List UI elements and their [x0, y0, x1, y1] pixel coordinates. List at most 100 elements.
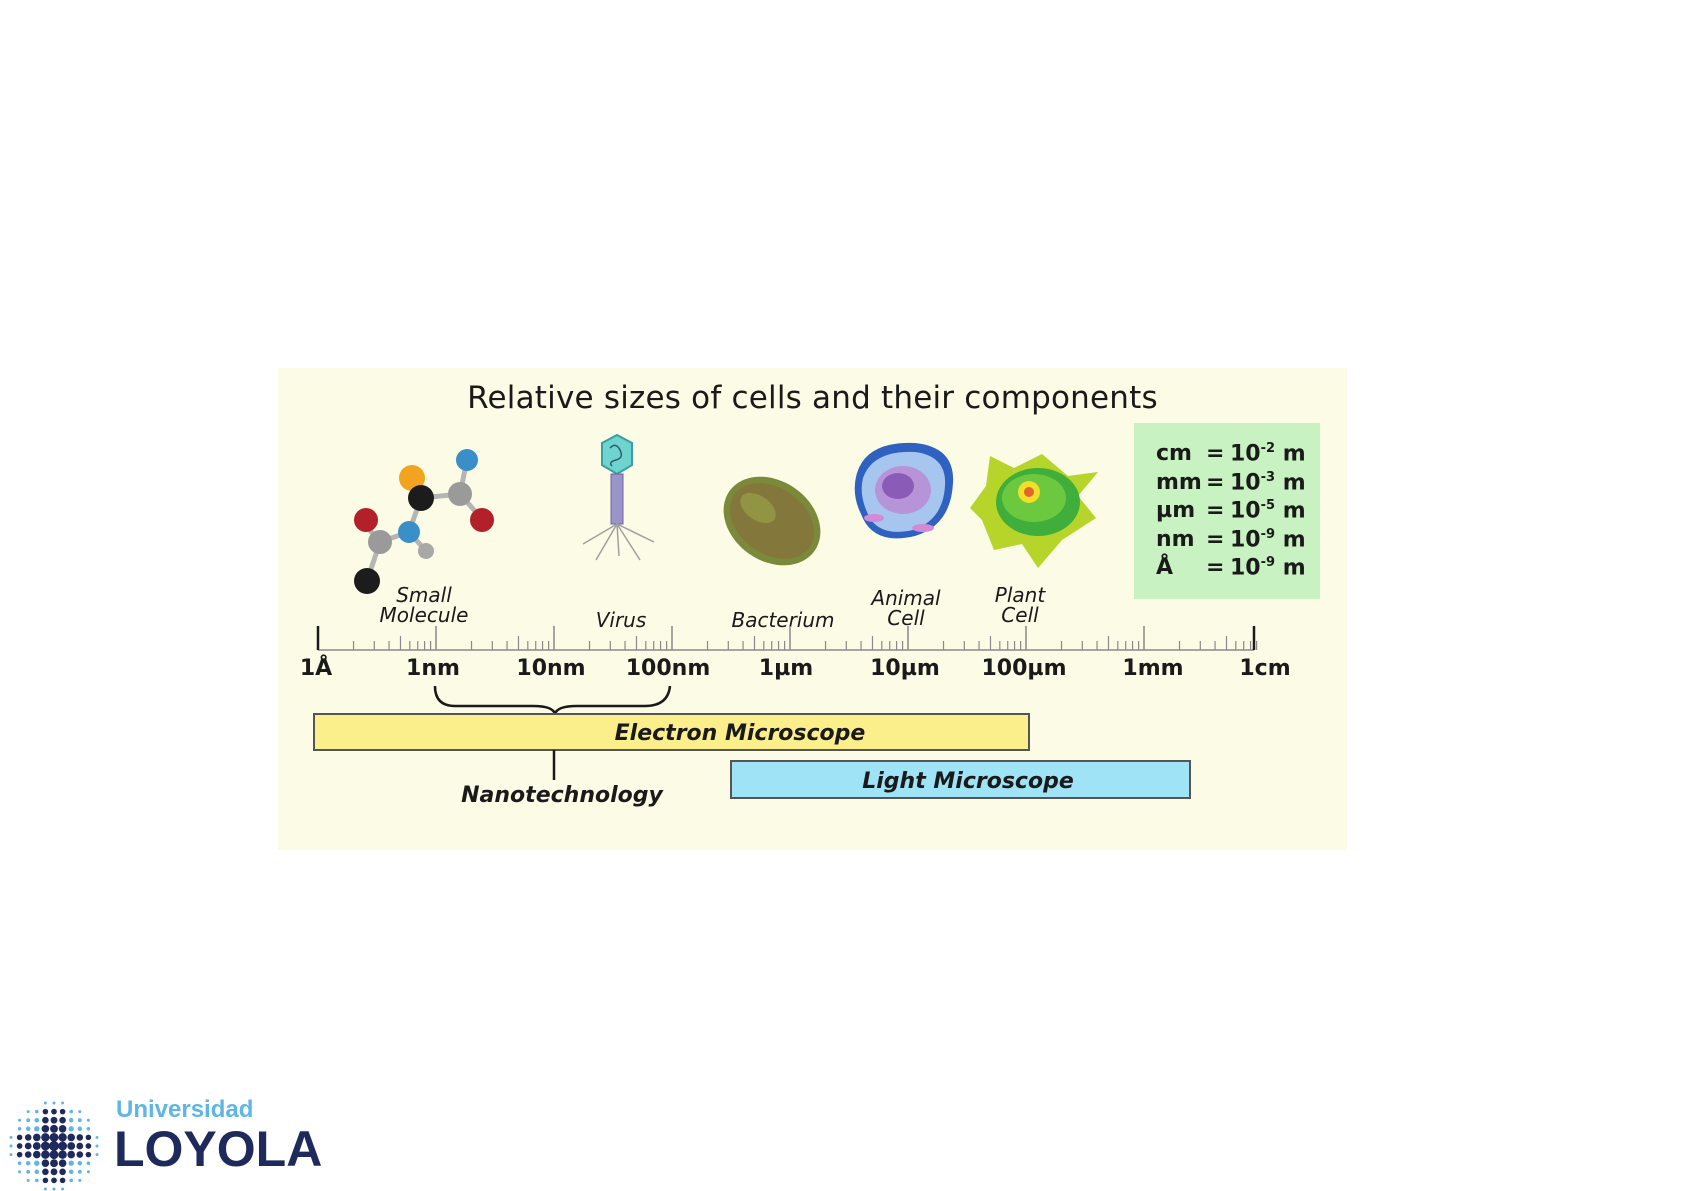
logo-dot [52, 1187, 56, 1191]
animal-cell-label-line2: Cell [887, 606, 925, 630]
unit-suffix: m [1282, 555, 1306, 581]
plant-cell-label-line1: Plant [995, 583, 1047, 607]
logo-dot [34, 1169, 40, 1175]
virus-icon [582, 433, 655, 561]
figure-drawing: Small Molecule Virus Bacterium Animal Ce… [300, 433, 1291, 808]
logo-dot [77, 1118, 82, 1123]
scale-label-1A: 1Å [300, 655, 332, 681]
scale-label-1mm: 1mm [1122, 656, 1183, 681]
logo-dot [86, 1118, 90, 1122]
logo-dot [35, 1109, 39, 1114]
logo-dot [69, 1109, 73, 1114]
logo-dot [34, 1126, 40, 1132]
logo-dot [26, 1169, 31, 1174]
unit-row-nm: nm=10-9 m [1156, 526, 1306, 552]
logo-dot [68, 1117, 74, 1123]
logo-dot [67, 1150, 75, 1159]
logo-dot [86, 1170, 90, 1174]
unit-name: µm [1156, 498, 1196, 524]
unit-suffix: m [1282, 526, 1306, 552]
unit-name: cm [1156, 441, 1192, 467]
unit-base: 10 [1230, 555, 1261, 581]
logo-dot [41, 1159, 50, 1167]
logo-dot [41, 1150, 50, 1159]
unit-row-um: µm=10-5 m [1156, 498, 1306, 524]
logo-dot [43, 1101, 47, 1105]
light-microscope-bar [730, 760, 1191, 799]
logo-dot [49, 1150, 59, 1160]
logo-dot [58, 1159, 67, 1167]
logo-dot [40, 1141, 50, 1151]
logo-dot [61, 1101, 65, 1105]
logo-dot [58, 1150, 67, 1159]
logo-dot [34, 1160, 40, 1166]
logo-dot [26, 1110, 30, 1114]
logo-dot [17, 1127, 22, 1131]
logo-dot [67, 1133, 75, 1142]
scale-label-1cm: 1cm [1239, 656, 1290, 681]
university-logo: Universidad LOYOLA [4, 1094, 334, 1191]
electron-microscope-bar [313, 713, 1030, 751]
animal-cell-label-line1: Animal [869, 586, 941, 610]
logo-dot [24, 1134, 32, 1141]
logo-dot [26, 1118, 31, 1123]
logo-dot [86, 1127, 91, 1131]
logo-dot [35, 1178, 39, 1183]
unit-exponent: -9 [1260, 526, 1276, 542]
unit-exponent: -3 [1260, 469, 1276, 485]
logo-dot [49, 1132, 59, 1142]
unit-base: 10 [1230, 498, 1261, 524]
bacterium-icon [723, 476, 821, 566]
logo-dot [26, 1178, 30, 1182]
logo-dot [68, 1160, 74, 1166]
logo-dots-icon [9, 1101, 99, 1191]
scale-label-10nm: 10nm [516, 656, 585, 681]
size-scale-ruler [316, 626, 1258, 651]
logo-dot [78, 1178, 82, 1182]
logo-dot [42, 1177, 49, 1184]
logo-dot [41, 1133, 50, 1142]
logo-dot [49, 1141, 59, 1151]
animal-cell-icon [854, 442, 954, 539]
plant-cell-icon [970, 454, 1098, 568]
logo-dot [68, 1126, 74, 1132]
small-molecule-label-line2: Molecule [380, 603, 469, 627]
cell-size-figure: Small Molecule Virus Bacterium Animal Ce… [278, 368, 1347, 850]
logo-dot [42, 1108, 49, 1115]
unit-exponent: -2 [1260, 441, 1276, 456]
unit-suffix: m [1282, 498, 1306, 524]
small-molecule-icon [354, 449, 494, 594]
logo-dot [18, 1118, 22, 1122]
small-molecule-label-line1: Small [396, 583, 452, 607]
scale-label-100um: 100µm [981, 656, 1066, 681]
electron-microscope-label: Electron Microscope [615, 721, 866, 746]
logo-dot [33, 1150, 41, 1159]
unit-conversion-box: cm=10-2 m mm=10-3 m µm=10-5 m nm=10-9 m … [1134, 423, 1320, 599]
logo-dot [25, 1160, 31, 1166]
scale-label-1nm: 1nm [406, 656, 460, 681]
virus-label: Virus [596, 608, 647, 632]
logo-dot [58, 1141, 68, 1151]
logo-dot [42, 1168, 49, 1176]
figure-title: Relative sizes of cells and their compon… [467, 380, 1158, 416]
logo-dot [50, 1159, 58, 1168]
logo-dot [77, 1126, 83, 1132]
logo-dot [77, 1169, 82, 1174]
logo-dot [25, 1126, 31, 1132]
bacterium-label: Bacterium [731, 608, 834, 632]
logo-dot [95, 1153, 99, 1157]
unit-suffix: m [1282, 441, 1306, 467]
logo-dot [85, 1134, 92, 1141]
unit-name: nm [1156, 526, 1195, 552]
logo-dot [59, 1177, 66, 1184]
scale-label-10um: 10µm [870, 656, 940, 681]
nanotechnology-label: Nanotechnology [461, 783, 664, 808]
logo-dot [16, 1134, 23, 1141]
logo-dot [34, 1117, 40, 1123]
logo-dot [76, 1142, 84, 1150]
logo-dot [42, 1116, 49, 1124]
light-microscope-label: Light Microscope [862, 769, 1074, 794]
logo-dot [32, 1142, 41, 1150]
logo-dot [95, 1144, 99, 1148]
logo-dot [58, 1125, 67, 1133]
